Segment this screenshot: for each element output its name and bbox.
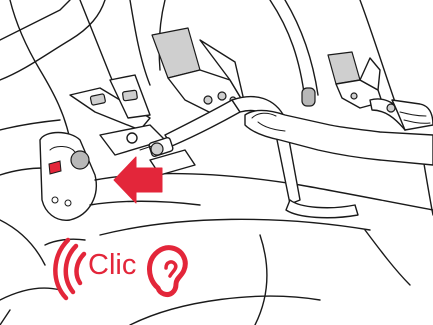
ear-icon	[149, 248, 185, 295]
buckle-slot-right	[122, 90, 137, 101]
second-adapter	[328, 52, 433, 130]
clic-sound-label: Clic	[88, 251, 136, 280]
stroller-seat-base	[45, 140, 433, 325]
sound-waves-icon	[55, 240, 84, 298]
seat-side-bracket	[40, 133, 96, 221]
bracket-pivot	[71, 151, 89, 169]
frame-knob	[302, 88, 315, 106]
